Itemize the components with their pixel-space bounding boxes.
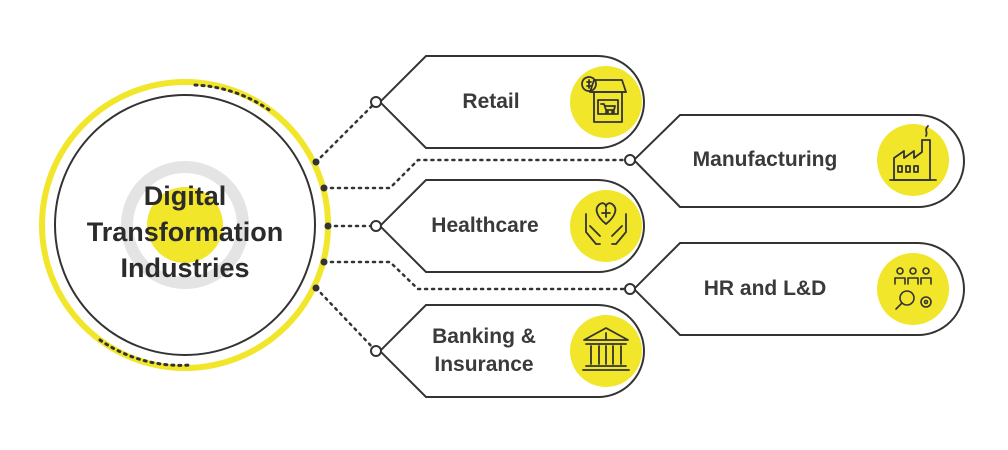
card-healthcare-outline — [378, 179, 645, 273]
card-banking-outline — [378, 304, 645, 398]
center-inner-ring — [121, 161, 249, 289]
connector-manufacturing — [322, 158, 632, 190]
center-inner-dot — [147, 187, 223, 263]
center-title-line-1: Digital — [143, 181, 227, 211]
connectors — [314, 100, 632, 353]
label-retail: Retail — [462, 90, 520, 113]
center-ring-dots-bottom — [98, 338, 192, 367]
card-manufacturing — [624, 114, 965, 208]
card-healthcare-icon-bg — [570, 190, 642, 262]
center-ring-dots-top — [193, 83, 274, 114]
card-retail-icon-bg — [570, 66, 642, 138]
factory-icon — [889, 125, 937, 181]
bank-icon — [582, 327, 630, 371]
connector-banking — [314, 286, 378, 353]
card-banking — [370, 304, 645, 398]
card-healthcare — [370, 179, 645, 273]
card-retail — [370, 55, 645, 149]
card-banking-node — [370, 345, 382, 357]
center-title-line-2: Transformation — [86, 217, 284, 247]
center-title-line-3: Industries — [120, 253, 250, 283]
card-hr-icon-bg — [877, 253, 949, 325]
card-manufacturing-node — [624, 154, 636, 166]
connector-retail — [314, 100, 378, 164]
label-banking-line-1: Banking & — [432, 325, 536, 348]
label-banking: Banking & Insurance — [414, 323, 554, 379]
card-hr — [624, 242, 965, 336]
center-dark-ring — [54, 94, 316, 356]
center-title: Digital Transformation Industries — [60, 178, 310, 286]
connector-hr — [322, 260, 632, 291]
card-manufacturing-outline — [632, 114, 965, 208]
people-search-icon — [894, 267, 932, 310]
card-manufacturing-icon-bg — [877, 124, 949, 196]
label-healthcare: Healthcare — [431, 214, 539, 237]
label-manufacturing: Manufacturing — [692, 148, 838, 171]
card-healthcare-node — [370, 220, 382, 232]
card-retail-outline — [378, 55, 645, 149]
label-hr: HR and L&D — [703, 277, 827, 300]
care-hands-icon — [585, 202, 627, 245]
shop-icon — [581, 76, 627, 123]
card-retail-node — [370, 96, 382, 108]
label-banking-line-2: Insurance — [434, 353, 534, 376]
card-hr-node — [624, 283, 636, 295]
card-hr-outline — [632, 242, 965, 336]
